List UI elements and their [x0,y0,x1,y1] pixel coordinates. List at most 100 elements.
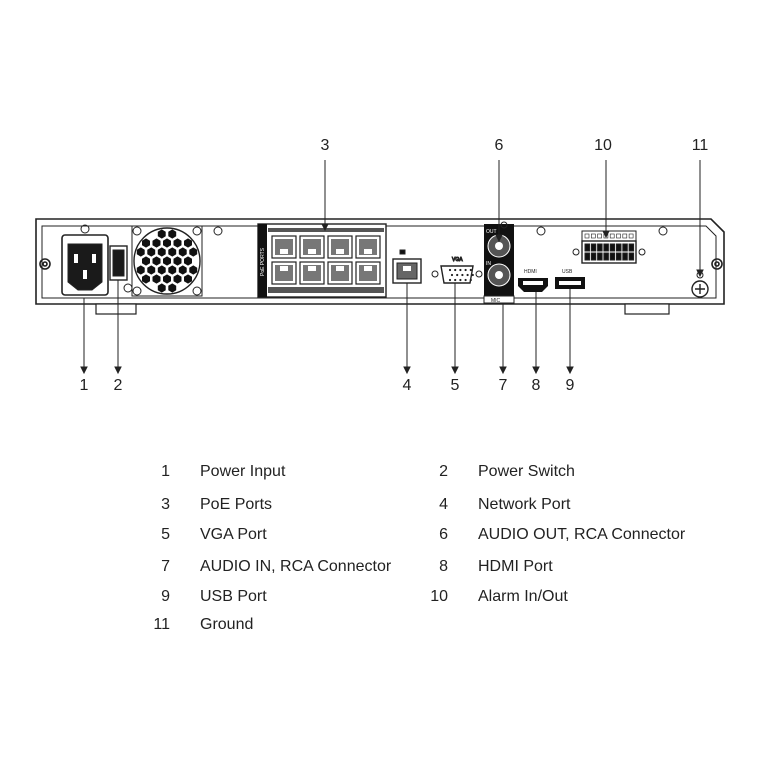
fan-hex [157,229,166,239]
alarm-pin-marker [616,233,621,239]
legend-label: USB Port [200,588,267,605]
legend-number: 7 [161,558,170,575]
hdmi-port: HDMI [518,269,548,292]
alarm-pin-marker [609,233,615,239]
callout-6: 6 [495,137,504,154]
poe-port-latch [364,249,372,254]
alarm-pin-marker [597,233,602,239]
alarm-pin [590,252,597,261]
alarm-pin [609,243,616,252]
fan-hex [136,247,145,257]
fan-hex [168,265,177,275]
vga-pin [471,273,474,277]
usb-port: USB [555,269,585,289]
legend-number: 6 [439,526,448,543]
alarm-pin [622,252,628,261]
legend-number: 5 [161,526,170,543]
callout-10: 10 [594,137,612,154]
vga-pin [448,268,452,272]
alarm-pin [590,243,597,252]
poe-port-latch [336,266,344,271]
callout-8: 8 [532,377,541,394]
vga-pin [461,273,464,277]
poe-port-jack [303,239,321,255]
fan-hex [157,283,166,293]
poe-port-jack [359,239,377,255]
poe-port-latch [364,266,372,271]
fan-hex [157,265,166,275]
alarm-pin [584,243,590,252]
vga-pin [454,268,457,272]
alarm-pin [603,243,609,252]
legend-number: 4 [439,496,448,513]
legend-label: PoE Ports [200,496,273,513]
fan-hex [163,274,171,284]
ground-terminal [691,271,709,298]
fan-hex [163,238,171,248]
legend-label: Power Input [200,463,286,480]
fan-hex [168,283,177,293]
fan-hex [142,238,150,248]
fan-hex [152,274,161,284]
callout-1: 1 [80,377,89,394]
fan-hex [178,265,187,275]
poe-port-jack [303,265,321,281]
vga-pin [464,278,467,282]
audio-out-label: OUT [486,229,497,235]
vga-pin [464,268,467,272]
fan-hex [168,247,177,257]
alarm-pin [622,243,628,252]
callout-5: 5 [451,377,460,394]
poe-ports-block: PoE PORTS [257,223,387,298]
fan-hex [184,274,192,284]
alarm-pin [584,252,590,261]
alarm-pin [628,252,635,261]
fan-hex [173,274,182,284]
audio-in-label: IN [486,261,491,267]
fan-hex [178,247,187,257]
alarm-pin [628,243,635,252]
poe-port-latch [336,249,344,254]
vga-label: VGA [452,257,463,263]
fan-hex [184,256,192,266]
legend-number: 9 [161,588,170,605]
power-input-socket [61,234,109,296]
callout-4: 4 [403,377,412,394]
callout-leaders [80,160,704,375]
usb-label: USB [562,269,573,275]
legend-label: Alarm In/Out [478,588,568,605]
poe-port-jack [275,265,293,281]
fan-hex [173,238,182,248]
poe-port-jack [331,265,349,281]
fan-grille [131,225,203,297]
vga-pin [448,278,452,282]
legend-number: 3 [161,496,170,513]
fan-hex [163,256,171,266]
alarm-pin-marker [628,233,634,239]
legend-number: 2 [439,463,448,480]
fan-hex [189,247,198,257]
legend-label: VGA Port [200,526,267,543]
legend-number: 8 [439,558,448,575]
vga-pin [466,273,469,277]
legend-number: 11 [153,616,170,633]
callout-11: 11 [692,137,709,154]
legend-label: Ground [200,616,254,633]
fan-hex [184,238,192,248]
fan-hex [142,274,150,284]
fan-hex [189,265,198,275]
rear-panel-diagram: PoE PORTS VGA OUT IN MIC HDMI US [35,137,725,394]
alarm-pin-marker [622,233,628,239]
vga-pin [459,278,462,282]
alarm-pin [616,243,622,252]
alarm-pin [603,252,609,261]
network-port [392,249,422,284]
hdmi-label: HDMI [524,269,537,275]
vga-pin [459,268,462,272]
callout-3: 3 [321,137,330,154]
fan-hex [142,256,150,266]
poe-port-jack [331,239,349,255]
fan-hex [147,265,156,275]
alarm-pin-marker [584,233,590,239]
poe-port-latch [280,249,288,254]
